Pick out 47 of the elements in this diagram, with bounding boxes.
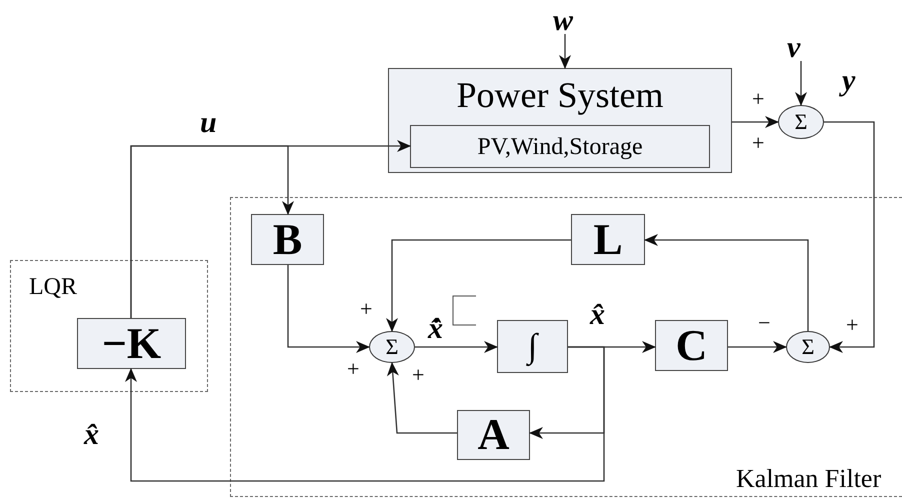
- connector-arrow: [824, 121, 875, 353]
- summing-junction: Σ: [778, 105, 824, 139]
- connector-arrow: [386, 239, 571, 332]
- group-title: Kalman Filter: [736, 466, 882, 492]
- block-text: B: [272, 218, 302, 262]
- block: [388, 68, 732, 173]
- block: [251, 214, 324, 265]
- variable-label: w: [553, 6, 577, 34]
- sign-label: +: [846, 314, 858, 336]
- block: [457, 410, 530, 460]
- block: [77, 318, 186, 369]
- sign-label: +: [752, 132, 764, 154]
- block-text: PV,Wind,Storage: [477, 134, 643, 158]
- sign-label: +: [360, 298, 372, 320]
- connector-arrow: [644, 234, 809, 331]
- connector-arrow: [795, 61, 807, 106]
- sign-label: +: [412, 364, 424, 386]
- block-text: −K: [102, 322, 162, 366]
- block: [497, 320, 568, 373]
- sign-label: +: [752, 88, 764, 110]
- variable-label: v: [787, 33, 807, 61]
- edge-label: x̂: [590, 300, 605, 330]
- connector-arrow: [386, 362, 457, 434]
- dashed-group-frame: [10, 260, 208, 392]
- block-text: C: [676, 324, 708, 368]
- block: [655, 320, 728, 371]
- block-text: A: [478, 413, 510, 457]
- connector-arrow: [415, 341, 498, 353]
- block-text: L: [593, 218, 623, 262]
- summing-junction: Σ: [369, 331, 415, 363]
- group-title: LQR: [29, 275, 77, 299]
- edge-label: x̂: [84, 420, 99, 450]
- block-text: Power System: [456, 77, 664, 113]
- edge-label: x̂̇: [428, 314, 443, 344]
- connector-arrow: [125, 346, 605, 482]
- connector-arrow: [130, 145, 294, 318]
- block: [410, 125, 710, 168]
- sign-label: +: [347, 358, 360, 380]
- connector-arrow: [559, 34, 571, 69]
- connector-arrow: [732, 116, 779, 128]
- edge-label: u: [200, 108, 217, 138]
- dashed-group-frame: [230, 197, 902, 497]
- sign-label: −: [758, 312, 770, 334]
- connector-arrow: [287, 265, 370, 353]
- summing-junction: Σ: [786, 331, 830, 363]
- block: [571, 214, 645, 265]
- connector-arrow: [728, 341, 787, 353]
